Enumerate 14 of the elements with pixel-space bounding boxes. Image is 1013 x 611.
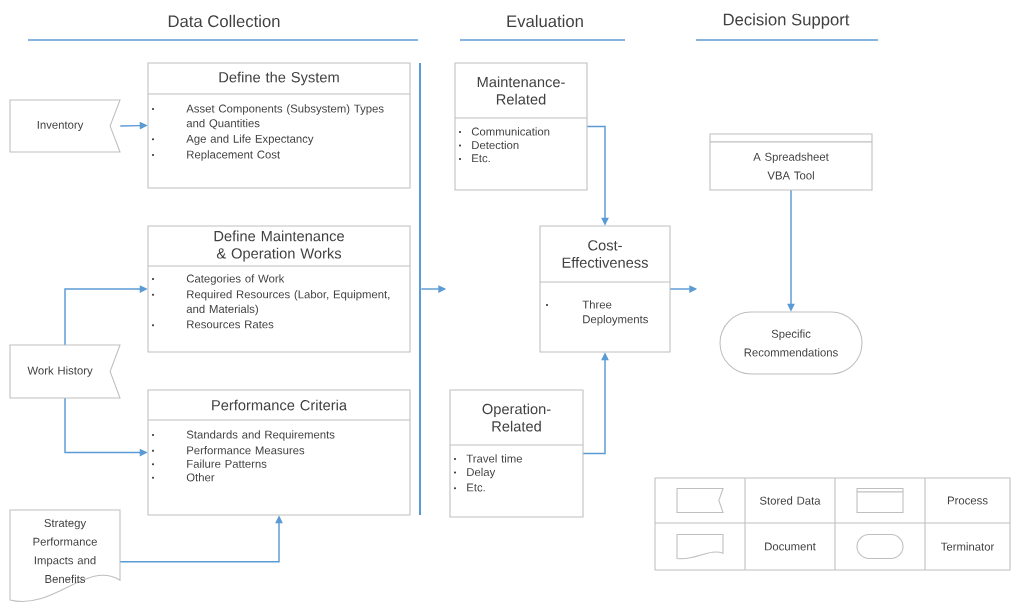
process-box: Define Maintenance & Operation Works Categories of Work Required Resources (Labor, Equipment, and Materials) Resources Rates: [147, 225, 411, 353]
section-heading: Data Collection: [168, 14, 280, 28]
process-box: Performance Criteria Standards and Requirements Performance Measures Failure Patterns Other: [147, 389, 411, 516]
process-box: Define the System Asset Components (Subsystem) Types and Quantities Age and Life Expectancy Replacement Cost: [147, 62, 411, 189]
section-heading: Evaluation: [507, 14, 583, 28]
process-box: Cost-Effectiveness Three Deployments: [539, 225, 671, 353]
legend-label: Process: [947, 496, 988, 505]
process-box: Maintenance-Related Communication Detection Etc.: [454, 62, 588, 191]
process-box: Operation-Related Travel time Delay Etc.: [449, 389, 584, 518]
legend-label: Terminator: [941, 542, 995, 551]
legend-label: Document: [765, 542, 816, 551]
legend-label: Stored Data: [760, 496, 821, 505]
section-heading: Decision Support: [723, 13, 850, 29]
process-box: A Spreadsheet VBA Tool: [709, 133, 873, 191]
